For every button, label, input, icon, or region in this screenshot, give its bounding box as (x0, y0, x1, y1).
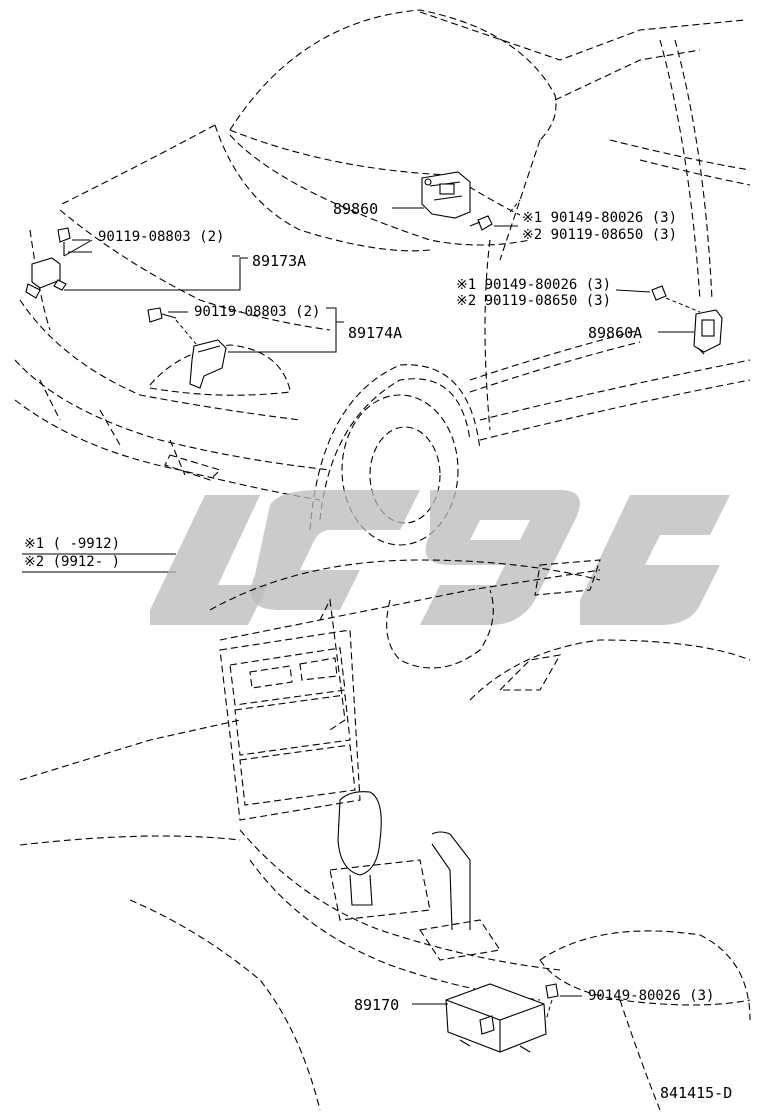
car-interior-outline (19, 559, 751, 1111)
callout-89860-note2: ※2 90119-08650 (3) (522, 227, 677, 243)
legend-box: ※1 ( -9912) ※2 (9912- ) (22, 536, 176, 573)
bolt-89860-icon (469, 215, 493, 231)
callout-89173A: 89173A (252, 252, 306, 270)
bolt-89860A-icon (651, 285, 667, 301)
legend-row-1: ※1 ( -9912) (24, 536, 120, 552)
watermark-logo (150, 490, 730, 625)
callout-89860A-note2: ※2 90119-08650 (3) (456, 293, 611, 309)
callout-89860: 89860 (333, 200, 378, 218)
callout-89173A-bolt: 90119-08803 (2) (98, 229, 224, 245)
sensor-89173A-icon (25, 257, 67, 299)
bracket-89174A-icon (189, 339, 227, 389)
car-exterior-outline (14, 9, 751, 546)
airbag-ecu-89170-icon (445, 983, 547, 1053)
legend-row-2: ※2 (9912- ) (24, 554, 120, 570)
callout-89170: 89170 (354, 996, 399, 1014)
bolt-89173A-icon (57, 227, 71, 256)
bolt-89170-icon (545, 983, 559, 999)
callout-89174A-bolt: 90119-08803 (2) (194, 304, 320, 320)
callout-89860A: 89860A (588, 324, 642, 342)
callout-89170-bolt: 90149-80026 (3) (588, 988, 714, 1004)
callout-89174A: 89174A (348, 324, 402, 342)
figure-code: 841415-D (660, 1084, 732, 1102)
leader-lines-lower (412, 995, 582, 1021)
leader-lines-upper (63, 199, 701, 353)
sensor-89860-icon (421, 171, 471, 219)
callout-89860A-note1: ※1 90149-80026 (3) (456, 277, 611, 293)
sensor-89860A-icon (693, 309, 723, 355)
bolt-89174A-icon (147, 307, 177, 323)
callout-89860-note1: ※1 90149-80026 (3) (522, 210, 677, 226)
